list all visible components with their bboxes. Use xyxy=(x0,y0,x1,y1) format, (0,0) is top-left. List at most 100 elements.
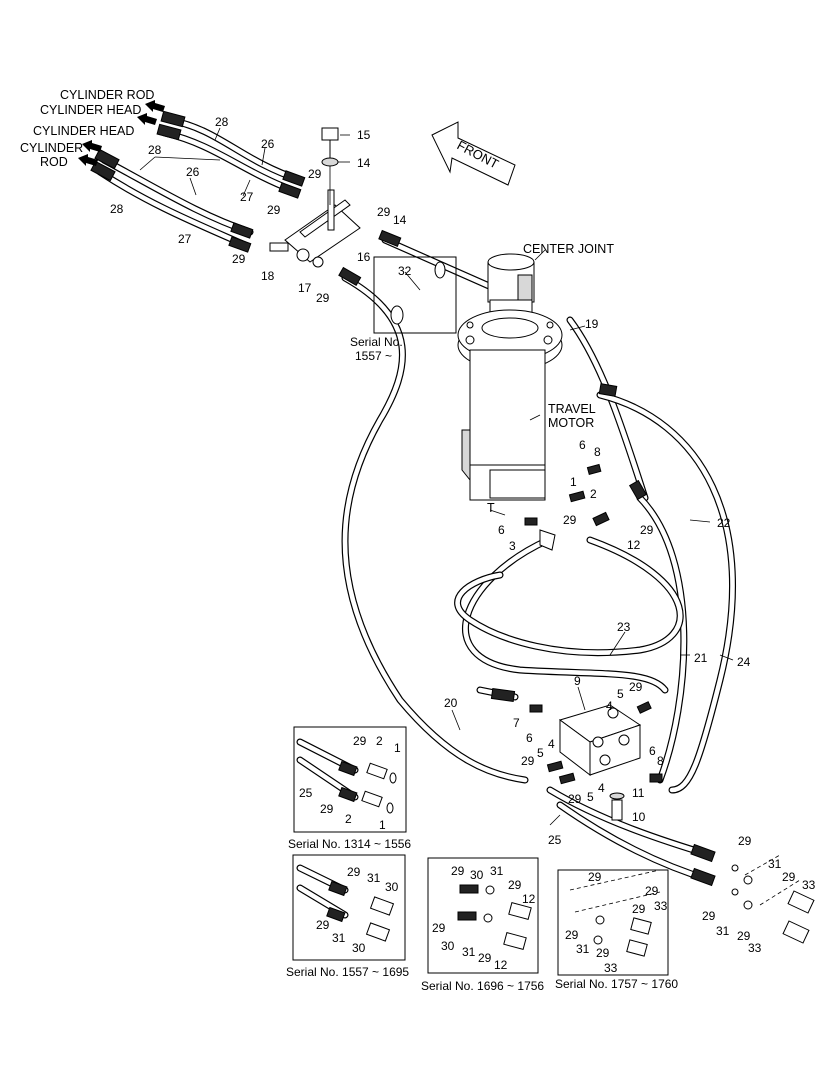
elbow-fittings-33 xyxy=(731,854,815,944)
label-motor: MOTOR xyxy=(548,416,594,430)
callout-33: 33 xyxy=(748,941,762,955)
callout-16: 16 xyxy=(357,250,371,264)
callout-28: 28 xyxy=(110,202,124,216)
callout-28: 28 xyxy=(148,143,162,157)
detail-box-32 xyxy=(373,256,457,334)
callout-29: 29 xyxy=(640,523,654,537)
caption-box3: Serial No. 1696 ~ 1756 xyxy=(421,979,544,993)
caption-serial-1557-line1: Serial No. xyxy=(350,335,403,349)
callout-29: 29 xyxy=(347,865,361,879)
callout-30: 30 xyxy=(352,941,366,955)
callout-29: 29 xyxy=(738,834,752,848)
callout-25: 25 xyxy=(548,833,562,847)
caption-box4: Serial No. 1757 ~ 1760 xyxy=(555,977,678,991)
caption-serial-1557-line2: 1557 ~ xyxy=(355,349,392,363)
detail-box-serial-1314 xyxy=(293,726,407,833)
callout-25: 25 xyxy=(299,786,313,800)
callout-29: 29 xyxy=(308,167,322,181)
callout-6: 6 xyxy=(498,523,505,537)
callout-30: 30 xyxy=(470,868,484,882)
callout-29: 29 xyxy=(320,802,334,816)
callout-29: 29 xyxy=(267,203,281,217)
callout-28: 28 xyxy=(215,115,229,129)
callout-29: 29 xyxy=(451,864,465,878)
callout-29: 29 xyxy=(521,754,535,768)
callout-4: 4 xyxy=(598,781,605,795)
callout-31: 31 xyxy=(367,871,381,885)
callout-24: 24 xyxy=(737,655,751,669)
callout-numbers: 28 28 28 26 26 27 27 15 14 14 29 29 29 2… xyxy=(110,115,816,975)
callout-6: 6 xyxy=(526,731,533,745)
callout-20: 20 xyxy=(444,696,458,710)
callout-26: 26 xyxy=(261,137,275,151)
callout-29: 29 xyxy=(508,878,522,892)
callout-19: 19 xyxy=(585,317,599,331)
callout-31: 31 xyxy=(716,924,730,938)
callout-31: 31 xyxy=(462,945,476,959)
callout-29: 29 xyxy=(568,792,582,806)
callout-11: 11 xyxy=(632,786,645,800)
callout-5: 5 xyxy=(587,790,594,804)
label-travel: TRAVEL xyxy=(548,402,596,416)
callout-12: 12 xyxy=(494,958,508,972)
label-center-joint: CENTER JOINT xyxy=(523,242,614,256)
caption-box1: Serial No. 1314 ~ 1556 xyxy=(288,837,411,851)
callout-30: 30 xyxy=(385,880,399,894)
label-cylinder-head-top: CYLINDER HEAD xyxy=(40,103,141,117)
direction-arrows xyxy=(78,100,165,166)
callout-33: 33 xyxy=(654,899,668,913)
callout-7: 7 xyxy=(513,716,520,730)
label-cylinder-rod-top: CYLINDER ROD xyxy=(60,88,154,102)
callout-8: 8 xyxy=(594,445,601,459)
callout-1: 1 xyxy=(379,818,386,832)
callout-26: 26 xyxy=(186,165,200,179)
callout-31: 31 xyxy=(490,864,504,878)
callout-29: 29 xyxy=(565,928,579,942)
callout-33: 33 xyxy=(604,961,618,975)
callout-30: 30 xyxy=(441,939,455,953)
callout-1: 1 xyxy=(394,741,401,755)
hose-clamp-bracket xyxy=(269,189,361,268)
callout-29: 29 xyxy=(782,870,796,884)
callout-29: 29 xyxy=(596,946,610,960)
callout-29: 29 xyxy=(432,921,446,935)
front-arrow xyxy=(431,121,516,186)
callout-5: 5 xyxy=(537,746,544,760)
callout-14: 14 xyxy=(357,156,371,170)
callout-8: 8 xyxy=(657,754,664,768)
callout-29: 29 xyxy=(377,205,391,219)
callout-29: 29 xyxy=(353,734,367,748)
callout-18: 18 xyxy=(261,269,275,283)
label-cylinder-head-mid: CYLINDER HEAD xyxy=(33,124,134,138)
callout-2: 2 xyxy=(345,812,352,826)
callout-31: 31 xyxy=(576,942,590,956)
callout-3: 3 xyxy=(509,539,516,553)
callout-21: 21 xyxy=(694,651,708,665)
callout-27: 27 xyxy=(178,232,192,246)
callout-31: 31 xyxy=(768,857,782,871)
callout-2: 2 xyxy=(590,487,597,501)
label-cylinder: CYLINDER xyxy=(20,141,83,155)
callout-33: 33 xyxy=(802,878,816,892)
callout-22: 22 xyxy=(717,516,731,530)
detail-box-serial-1557 xyxy=(292,854,406,961)
callout-5: 5 xyxy=(617,687,624,701)
callout-29: 29 xyxy=(737,929,751,943)
callout-29: 29 xyxy=(316,918,330,932)
callout-27: 27 xyxy=(240,190,254,204)
callout-12: 12 xyxy=(522,892,536,906)
callout-29: 29 xyxy=(563,513,577,527)
label-port-t: T xyxy=(487,501,495,515)
callout-32: 32 xyxy=(398,264,412,278)
center-joint xyxy=(457,253,563,501)
bolt-and-washer xyxy=(321,127,339,205)
callout-29: 29 xyxy=(478,951,492,965)
callout-29: 29 xyxy=(645,884,659,898)
valve-block xyxy=(558,704,642,777)
callout-29: 29 xyxy=(232,252,246,266)
callout-6: 6 xyxy=(649,744,656,758)
callout-29: 29 xyxy=(629,680,643,694)
callout-6: 6 xyxy=(579,438,586,452)
callout-29: 29 xyxy=(588,870,602,884)
